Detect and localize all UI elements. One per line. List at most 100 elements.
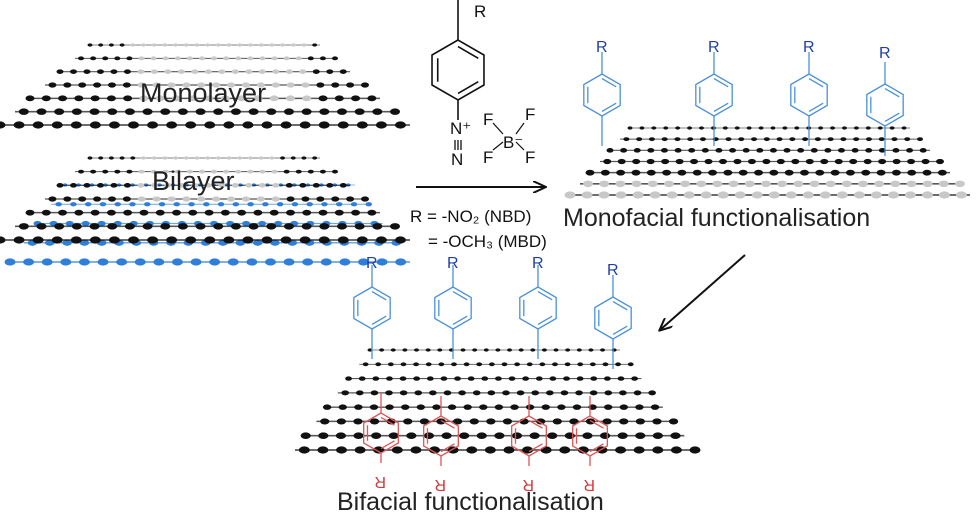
carbon-atom [824, 148, 832, 153]
diazonium-reagent: R N⁺ N F F B⁻ F F [431, 0, 535, 169]
carbon-atom [646, 169, 656, 176]
carbon-atom [375, 121, 387, 129]
carbon-atom [332, 169, 338, 174]
carbon-atom [174, 56, 181, 61]
benzene-ring-icon [519, 286, 557, 330]
carbon-atom [134, 258, 146, 266]
carbon-atom [425, 348, 431, 352]
carbon-atom [853, 191, 865, 199]
carbon-atom [83, 183, 91, 188]
carbon-atom [516, 390, 525, 396]
carbon-atom [336, 108, 347, 115]
carbon-atom [845, 169, 855, 176]
carbon-atom [599, 432, 611, 440]
carbon-atom [797, 148, 805, 153]
carbon-atom [472, 390, 481, 396]
carbon-atom [876, 169, 886, 176]
carbon-atom [371, 432, 382, 440]
carbon-atom [138, 56, 145, 61]
carbon-atom [335, 202, 343, 207]
carbon-atom [416, 404, 426, 410]
carbon-atom [173, 156, 179, 160]
carbon-atom [166, 236, 178, 244]
monolayer-label: Monolayer [140, 78, 266, 108]
carbon-atom [204, 209, 214, 216]
carbon-atom [648, 137, 655, 142]
carbon-atom [295, 56, 302, 61]
carbon-atom [937, 169, 947, 176]
carbon-atom [688, 148, 696, 153]
carbon-atom [819, 191, 831, 199]
double-bond [713, 78, 729, 88]
carbon-atom [223, 56, 230, 61]
carbon-atom [346, 196, 355, 202]
f-label: F [525, 105, 535, 124]
double-bond [440, 419, 455, 429]
carbon-atom [552, 418, 562, 425]
carbon-atom [375, 236, 387, 244]
carbon-atom [699, 137, 706, 142]
carbon-atom [185, 121, 197, 129]
carbon-atom [114, 56, 121, 61]
r-label-top: R [532, 255, 544, 272]
carbon-atom [660, 148, 668, 153]
carbon-atom [312, 156, 318, 160]
double-bond [452, 291, 468, 301]
carbon-atom [502, 390, 510, 396]
benzene-ring-icon [583, 73, 621, 117]
carbon-atom [285, 69, 293, 74]
carbon-atom [326, 183, 334, 188]
benzene-ring-icon [866, 83, 904, 127]
carbon-atom [331, 82, 340, 88]
carbon-atom [301, 196, 310, 202]
carbon-atom [204, 183, 212, 188]
carbon-atom [18, 108, 29, 115]
carbon-atom [276, 202, 284, 207]
carbon-atom [280, 43, 286, 47]
carbon-atom [361, 82, 369, 88]
carbon-atom [204, 236, 216, 244]
condition-nbd: R = -NO₂ (NBD) [410, 207, 531, 226]
f-label: F [483, 110, 493, 129]
carbon-atom [307, 169, 314, 174]
carbon-atom [235, 56, 242, 61]
carbon-atom [541, 404, 550, 410]
carbon-atom [62, 239, 72, 246]
carbon-atom [394, 236, 406, 244]
carbon-atom [258, 183, 266, 188]
carbon-atom [443, 390, 452, 396]
carbon-atom [81, 220, 90, 227]
carbon-atom [362, 362, 369, 367]
carbon-atom [690, 158, 699, 165]
carbon-atom [320, 418, 330, 425]
carbon-atom [652, 418, 662, 425]
carbon-atom [560, 390, 569, 396]
monofacial-label: Monofacial functionalisation [563, 204, 870, 232]
double-bond [537, 315, 553, 325]
carbon-atom [413, 376, 421, 381]
carbon-atom [769, 169, 779, 176]
carbon-atom [423, 432, 435, 440]
carbon-atom [825, 180, 836, 188]
carbon-atom [316, 82, 325, 88]
carbon-atom [318, 432, 329, 440]
carbon-atom [331, 196, 340, 202]
carbon-atom [357, 258, 369, 266]
carbon-atom [339, 183, 347, 188]
carbon-atom [150, 69, 158, 74]
carbon-atom [696, 180, 707, 188]
carbon-atom [557, 404, 566, 410]
carbon-atom [590, 376, 598, 381]
carbon-atom [857, 180, 868, 188]
carbon-atom [575, 390, 583, 396]
carbon-atom [326, 69, 334, 74]
carbon-atom [97, 258, 109, 266]
carbon-atom [793, 180, 804, 188]
carbon-atom [440, 376, 448, 381]
carbon-atom [476, 362, 483, 367]
carbon-atom [41, 258, 53, 266]
carbon-atom [188, 95, 198, 102]
carbon-atom [704, 158, 713, 165]
carbon-atom [559, 446, 571, 454]
carbon-atom [511, 432, 523, 440]
